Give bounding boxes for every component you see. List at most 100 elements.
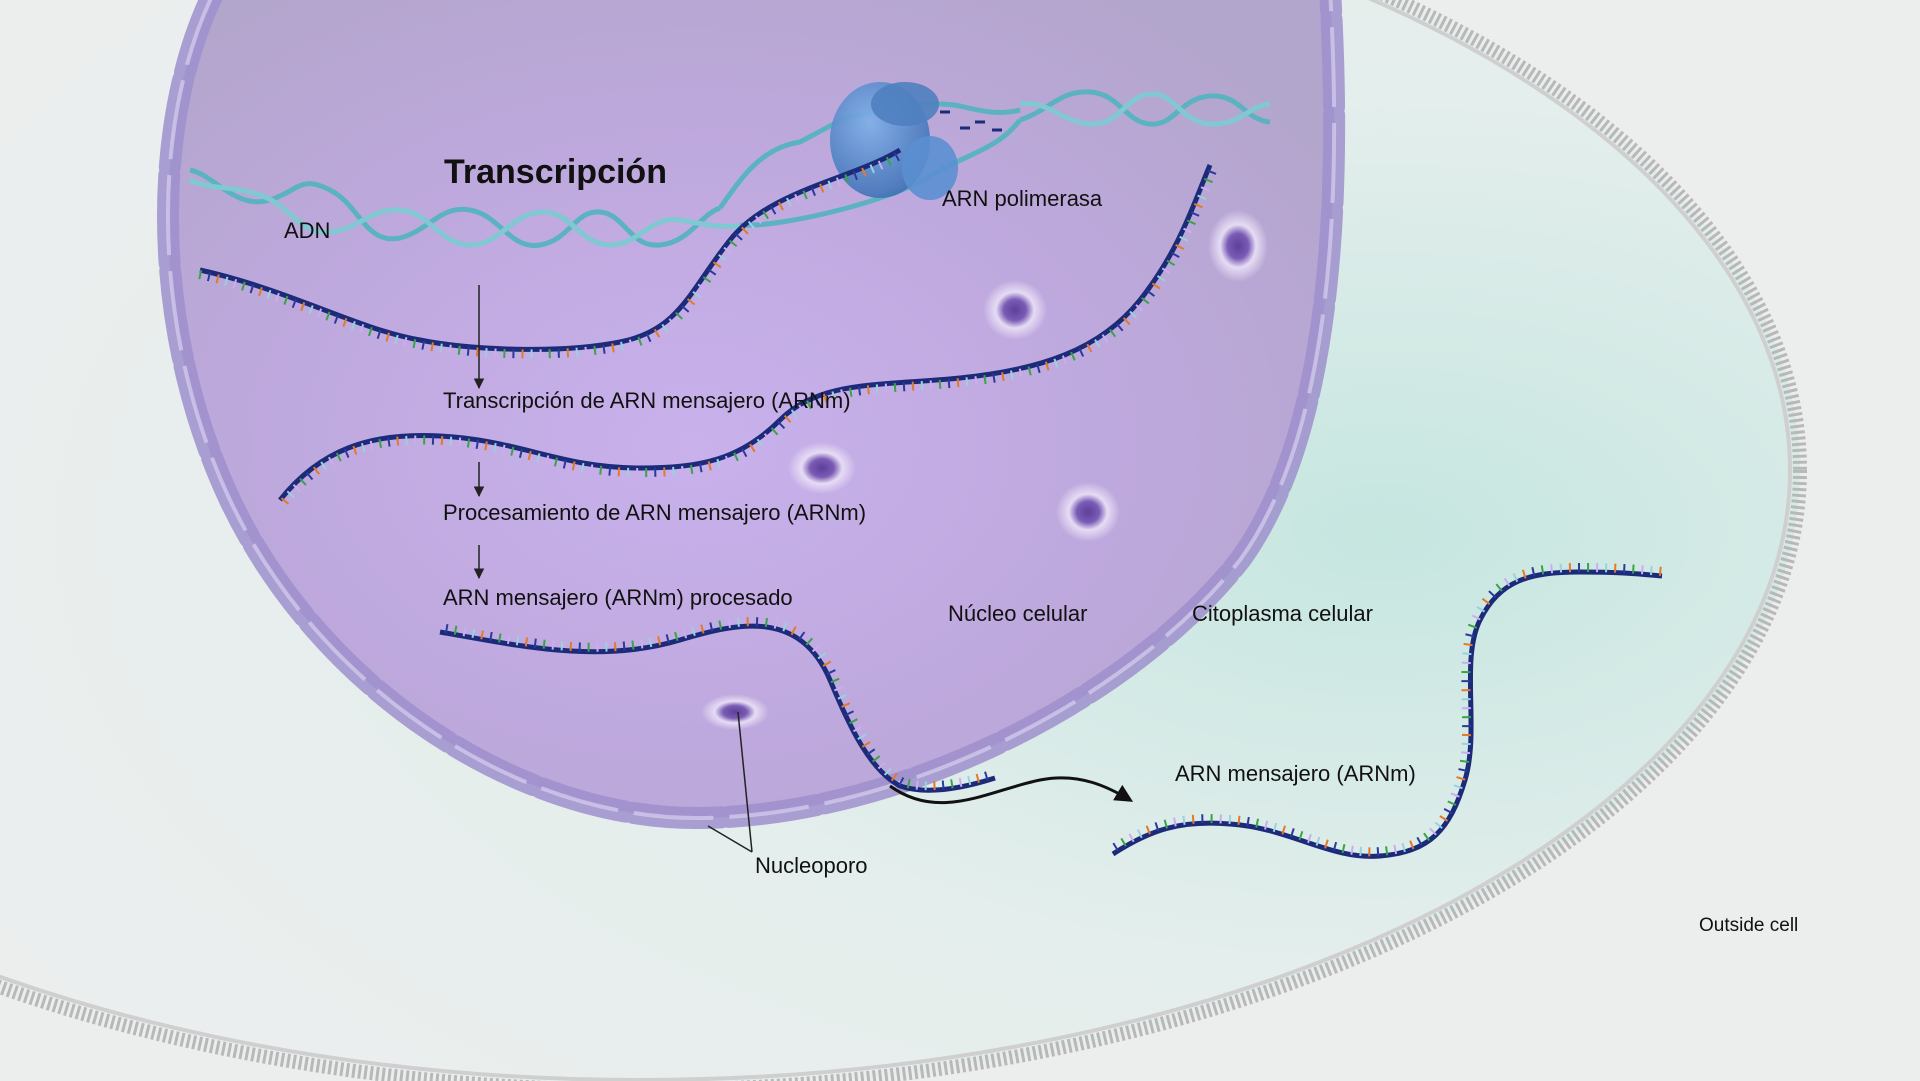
nucleotide-base xyxy=(1298,831,1304,841)
outside-cell-label: Outside cell xyxy=(1699,915,1799,936)
nucleotide-base xyxy=(1186,219,1196,226)
nucleotide-base xyxy=(665,634,670,644)
nucleotide-base xyxy=(394,334,399,345)
nucleotide-base xyxy=(1393,844,1398,855)
dna-strand xyxy=(1019,89,1271,127)
nucleotide-base xyxy=(1350,845,1354,855)
nucleotide-base xyxy=(1409,840,1415,850)
nucleotide-base xyxy=(866,748,876,756)
nucleotide-base xyxy=(1112,842,1119,852)
step-2-label: Procesamiento de ARN mensajero (ARNm) xyxy=(443,500,867,525)
nucleotide-base xyxy=(681,305,690,313)
nucleotide-base xyxy=(1179,235,1189,242)
nucleotide-base xyxy=(777,201,784,211)
nucleotide-base xyxy=(763,433,772,442)
nucleotide-base xyxy=(545,455,550,465)
nucleotide-base xyxy=(1376,847,1380,857)
nucleotide-base xyxy=(806,400,812,410)
nucleotide-base xyxy=(1036,363,1041,374)
nucleotide-base xyxy=(1521,569,1527,579)
nucleotide-base xyxy=(1488,590,1497,598)
nucleotide-base xyxy=(831,391,836,401)
nucleotide-base xyxy=(1290,828,1295,838)
nucleotide-base xyxy=(852,726,862,733)
nucleotide-base xyxy=(1649,565,1653,576)
nucleotide-base xyxy=(291,298,297,309)
nucleotide-base xyxy=(1481,597,1491,605)
nucleotide-base xyxy=(1453,784,1463,790)
nucleotide-base xyxy=(1141,297,1150,305)
cell-membrane xyxy=(0,0,1807,1081)
nucleotide-base xyxy=(258,286,263,297)
nucleotide-base xyxy=(941,780,945,790)
nucleotide-base xyxy=(1061,355,1068,365)
nucleotide-base xyxy=(898,777,905,787)
nucleotide-base xyxy=(724,455,730,465)
nucleotide-base xyxy=(675,311,683,320)
nucleotide-base xyxy=(299,477,307,486)
nucleotide-base xyxy=(653,328,661,338)
nucleotide-base xyxy=(844,174,850,184)
nucleotide-base xyxy=(1101,334,1109,343)
nucleotide-base xyxy=(569,641,573,652)
nucleotide-base xyxy=(206,272,211,282)
nucleotide-base xyxy=(471,628,476,638)
nucleotide-base xyxy=(790,409,798,418)
nucleotide-base xyxy=(1078,347,1085,357)
nucleotide-base xyxy=(1156,275,1166,282)
nucleotide-base xyxy=(822,660,832,667)
nucleotide-base xyxy=(709,622,714,632)
nucleotide-base xyxy=(1135,304,1144,312)
nucleotide-base xyxy=(241,281,246,291)
nucleotide-base xyxy=(672,466,675,476)
nucleotide-base xyxy=(480,630,484,640)
nucleotide-base xyxy=(1151,282,1161,290)
nucleotide-base xyxy=(1462,652,1472,656)
nucleotide-base xyxy=(893,152,901,162)
nucleotide-base xyxy=(983,374,987,385)
nucleotide-base xyxy=(702,276,712,283)
nucleotide-base xyxy=(1447,800,1457,806)
nucleotide-base xyxy=(1161,267,1171,274)
nucleotide-base xyxy=(485,347,488,358)
nucleotide-base xyxy=(1228,814,1232,825)
nucleotide-base xyxy=(741,448,748,458)
nucleotide-base xyxy=(920,381,924,391)
nucleotide-base xyxy=(444,624,449,634)
nuclear-pore-callout xyxy=(707,711,753,853)
nuclear-pore xyxy=(983,280,1047,340)
nucleotide-base xyxy=(342,317,348,328)
nucleotide-base xyxy=(501,444,506,454)
nucleotide-base xyxy=(835,177,841,187)
nucleotide-base xyxy=(1465,633,1475,638)
nucleotide-base xyxy=(822,393,828,403)
nucleotide-base xyxy=(466,438,471,448)
nucleotide-base xyxy=(1154,822,1160,832)
nucleotide-base xyxy=(773,619,778,629)
nucleotide-base xyxy=(1450,792,1460,798)
diagram-title: Transcripción xyxy=(444,153,667,191)
cell-membrane-inner xyxy=(0,0,1792,1081)
nucleotide-base xyxy=(453,625,458,635)
nucleotide-base xyxy=(1443,808,1453,814)
nucleotide-base xyxy=(536,453,541,463)
nucleotide-base xyxy=(786,197,792,207)
nucleotide-base xyxy=(1658,566,1662,576)
nucleotide-base xyxy=(430,342,434,352)
nucleotide-base xyxy=(893,382,897,392)
nucleotide-base xyxy=(782,622,788,632)
rna-polymerase-subunit xyxy=(902,136,958,200)
nucleotide-base xyxy=(308,305,314,315)
nucleotide-base xyxy=(872,755,881,763)
nucleotide-base xyxy=(232,279,238,289)
nucleotide-base xyxy=(1203,177,1214,184)
nucleotide-base xyxy=(754,215,762,224)
nucleotide-base xyxy=(622,641,626,651)
nucleotide-base xyxy=(333,314,339,324)
nucleotide-base xyxy=(412,338,417,349)
nucleotide-base xyxy=(1255,818,1260,828)
mrna-label: ARN mensajero (ARNm) xyxy=(1175,761,1416,786)
step-3-label: ARN mensajero (ARNm) procesado xyxy=(443,585,793,610)
nucleotide-base xyxy=(590,464,594,474)
nucleotide-base xyxy=(1423,832,1431,842)
